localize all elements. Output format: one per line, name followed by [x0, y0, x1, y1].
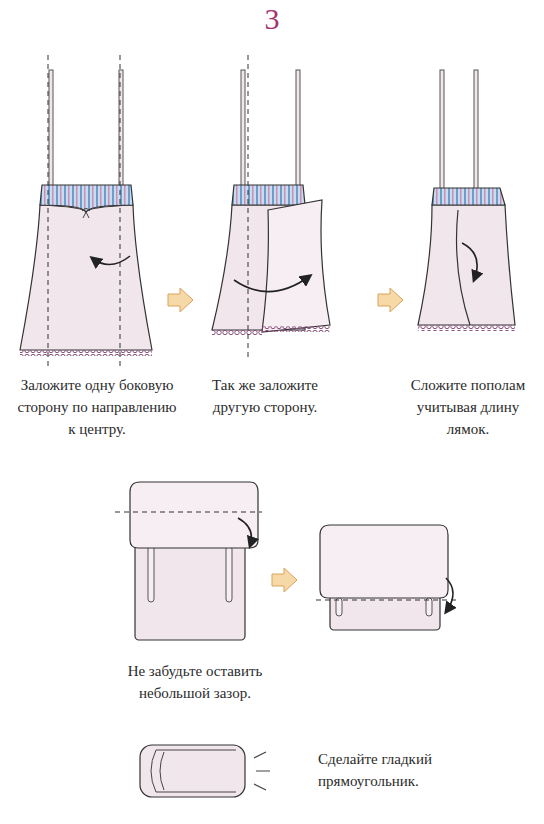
strap: [241, 70, 245, 188]
folded-flap: [262, 200, 330, 332]
strap: [440, 70, 444, 190]
bow: [82, 209, 90, 219]
strap-loop: [426, 598, 432, 616]
garment-body: [418, 205, 515, 325]
strap-loop: [336, 598, 342, 616]
camisole-one-side-folded: [212, 55, 330, 360]
fold-line: [316, 600, 456, 601]
step-arrow: [272, 568, 297, 592]
folded-flap: [130, 482, 258, 548]
step-number: 3: [0, 2, 544, 36]
lace-hem: [20, 350, 152, 356]
step-caption: Заложите одну боковую сторону по направл…: [12, 374, 182, 440]
strap: [296, 70, 300, 188]
lace-hem: [262, 326, 330, 332]
fold-line: [115, 512, 262, 513]
fold-line: [248, 55, 249, 360]
fold-arrow: [92, 256, 130, 265]
fold-arrow: [238, 518, 252, 546]
fold-line: [48, 55, 49, 370]
folded-in-thirds: [316, 525, 456, 630]
fold-arrow: [446, 578, 453, 612]
fold-arrow: [462, 243, 477, 280]
garment-body: [140, 745, 245, 797]
strap-loop: [148, 546, 154, 602]
finished-rectangle: [140, 745, 270, 797]
strap: [49, 70, 53, 188]
lace-hem: [418, 325, 515, 331]
step-caption: Не забудьте оставить небольшой зазор.: [105, 660, 285, 704]
flap-edge: [457, 210, 471, 325]
striped-bodice: [232, 185, 305, 205]
striped-bodice: [40, 185, 133, 212]
camisole-flat: [20, 55, 152, 370]
roll-layers: [151, 750, 236, 792]
lace-hem: [212, 330, 262, 336]
fold-line: [120, 55, 121, 370]
step-caption: Сделайте гладкий прямоугольник.: [318, 748, 468, 792]
strap-loop: [226, 546, 232, 602]
step-caption: Так же заложите другую сторону.: [195, 374, 335, 418]
step-arrow: [378, 288, 403, 312]
step-arrow: [168, 288, 193, 312]
step-caption: Сложите пополам учитывая длину лямок.: [398, 374, 538, 440]
camisole-both-sides-folded: [418, 70, 515, 331]
garment-body: [20, 205, 152, 350]
striped-bodice: [432, 188, 505, 205]
folded-flap: [320, 525, 448, 598]
strap: [474, 70, 478, 190]
shine-lines: [254, 752, 270, 790]
fold-arrow: [234, 276, 310, 292]
folded-in-half: [115, 482, 262, 640]
